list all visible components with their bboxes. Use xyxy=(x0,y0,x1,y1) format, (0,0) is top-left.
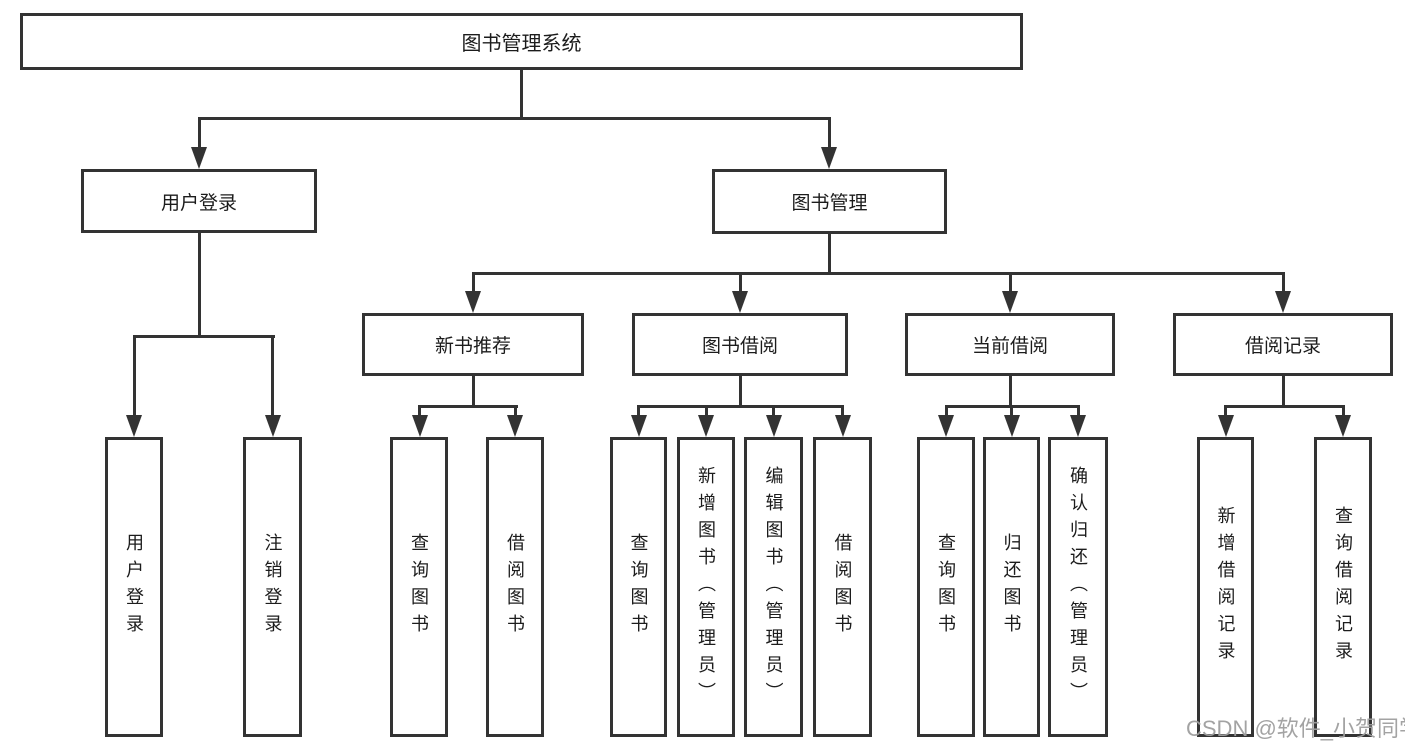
arrowhead-down-icon xyxy=(1002,291,1018,313)
leaf-query-borrow-record: 查询借阅记录 xyxy=(1314,437,1372,737)
leaf-add-borrow-record-label: 新增借阅记录 xyxy=(1215,506,1236,668)
connector-book-borrow-drop4 xyxy=(841,405,844,417)
arrowhead-down-icon xyxy=(1070,415,1086,437)
connector-book-mgmt-drop1 xyxy=(471,272,475,293)
leaf-edit-books-admin-label: 编辑图书（管理员） xyxy=(763,465,784,709)
node-book-borrowing: 图书借阅 xyxy=(632,313,848,376)
connector-borrow-record-drop1 xyxy=(1224,405,1227,417)
connector-root-hline xyxy=(197,117,831,120)
node-book-borrowing-label: 图书借阅 xyxy=(701,336,778,357)
arrowhead-down-icon xyxy=(465,291,481,313)
connector-borrow-record-stem xyxy=(1281,376,1285,408)
arrowhead-down-icon xyxy=(834,415,851,437)
connector-borrow-record-hline xyxy=(1224,405,1345,408)
node-book-management: 图书管理 xyxy=(712,169,947,234)
arrowhead-down-icon xyxy=(630,415,647,437)
leaf-logout-label: 注销登录 xyxy=(262,533,283,641)
leaf-user-login: 用户登录 xyxy=(105,437,163,737)
node-borrowing-records: 借阅记录 xyxy=(1173,313,1393,376)
leaf-edit-books-admin: 编辑图书（管理员） xyxy=(744,437,803,737)
leaf-query-books-recommend: 查询图书 xyxy=(390,437,448,737)
leaf-add-books-admin: 新增图书（管理员） xyxy=(677,437,735,737)
arrowhead-down-icon xyxy=(126,415,142,437)
arrowhead-down-icon xyxy=(411,415,428,437)
connector-current-borrow-drop2 xyxy=(1010,405,1013,417)
leaf-query-books-current-label: 查询图书 xyxy=(936,533,956,641)
arrowhead-down-icon xyxy=(698,415,714,437)
leaf-confirm-return-admin-label: 确认归还（管理员） xyxy=(1068,465,1088,709)
connector-root-left-drop xyxy=(197,117,201,149)
arrowhead-down-icon xyxy=(1217,415,1234,437)
arrowhead-down-icon xyxy=(1275,291,1291,313)
node-root: 图书管理系统 xyxy=(20,13,1023,70)
connector-root-right-drop xyxy=(827,117,831,149)
connector-book-borrow-drop1 xyxy=(637,405,640,417)
connector-user-login-drop1 xyxy=(132,335,136,417)
node-borrowing-records-label: 借阅记录 xyxy=(1244,336,1321,357)
arrowhead-down-icon xyxy=(1335,415,1351,437)
connector-book-mgmt-stem xyxy=(827,234,831,275)
leaf-return-books: 归还图书 xyxy=(983,437,1040,737)
leaf-borrow-books: 借阅图书 xyxy=(813,437,872,737)
csdn-watermark: CSDN @软件_小贺同学 xyxy=(1186,716,1405,741)
connector-root-stem xyxy=(519,70,523,120)
connector-book-mgmt-drop2 xyxy=(738,272,742,293)
arrowhead-down-icon xyxy=(1003,415,1020,437)
connector-book-borrow-stem xyxy=(738,376,742,408)
node-current-borrowing: 当前借阅 xyxy=(905,313,1115,376)
connector-book-borrow-drop3 xyxy=(772,405,775,417)
leaf-logout: 注销登录 xyxy=(243,437,302,737)
leaf-add-borrow-record: 新增借阅记录 xyxy=(1197,437,1254,737)
leaf-confirm-return-admin: 确认归还（管理员） xyxy=(1048,437,1108,737)
arrowhead-down-icon xyxy=(821,147,837,169)
connector-book-mgmt-drop3 xyxy=(1008,272,1012,293)
leaf-borrow-books-recommend: 借阅图书 xyxy=(486,437,544,737)
leaf-add-books-admin-label: 新增图书（管理员） xyxy=(696,465,716,709)
leaf-return-books-label: 归还图书 xyxy=(1001,533,1022,641)
connector-current-borrow-stem xyxy=(1008,376,1012,408)
connector-user-login-drop2 xyxy=(271,335,274,417)
connector-new-book-drop2 xyxy=(513,405,517,417)
leaf-user-login-label: 用户登录 xyxy=(124,533,144,641)
connector-borrow-record-drop2 xyxy=(1341,405,1345,417)
connector-new-book-stem xyxy=(471,376,475,408)
leaf-borrow-books-recommend-label: 借阅图书 xyxy=(505,533,525,641)
node-new-book-recommendation-label: 新书推荐 xyxy=(434,336,511,357)
connector-current-borrow-drop1 xyxy=(944,405,948,417)
leaf-query-books-borrow-label: 查询图书 xyxy=(628,533,649,641)
leaf-query-books-current: 查询图书 xyxy=(917,437,975,737)
connector-book-borrow-hline xyxy=(637,405,844,408)
connector-user-login-stem xyxy=(197,233,201,338)
connector-book-mgmt-hline xyxy=(471,272,1285,275)
arrowhead-down-icon xyxy=(264,415,281,437)
connector-book-borrow-drop2 xyxy=(704,405,708,417)
arrowhead-down-icon xyxy=(191,147,207,169)
node-book-management-label: 图书管理 xyxy=(791,193,868,214)
connector-new-book-hline xyxy=(418,405,518,408)
leaf-query-books-borrow: 查询图书 xyxy=(610,437,667,737)
arrowhead-down-icon xyxy=(732,291,748,313)
leaf-query-borrow-record-label: 查询借阅记录 xyxy=(1333,506,1353,668)
node-current-borrowing-label: 当前借阅 xyxy=(971,336,1048,357)
connector-current-borrow-drop3 xyxy=(1076,405,1080,417)
leaf-borrow-books-label: 借阅图书 xyxy=(832,533,853,641)
connector-book-mgmt-drop4 xyxy=(1281,272,1285,293)
node-new-book-recommendation: 新书推荐 xyxy=(362,313,584,376)
connector-new-book-drop1 xyxy=(418,405,421,417)
arrowhead-down-icon xyxy=(765,415,782,437)
node-user-login: 用户登录 xyxy=(81,169,317,233)
arrowhead-down-icon xyxy=(507,415,523,437)
node-root-label: 图书管理系统 xyxy=(461,33,582,55)
arrowhead-down-icon xyxy=(938,415,954,437)
node-user-login-label: 用户登录 xyxy=(160,192,237,214)
leaf-query-books-recommend-label: 查询图书 xyxy=(409,533,429,641)
connector-user-login-hline xyxy=(132,335,275,338)
